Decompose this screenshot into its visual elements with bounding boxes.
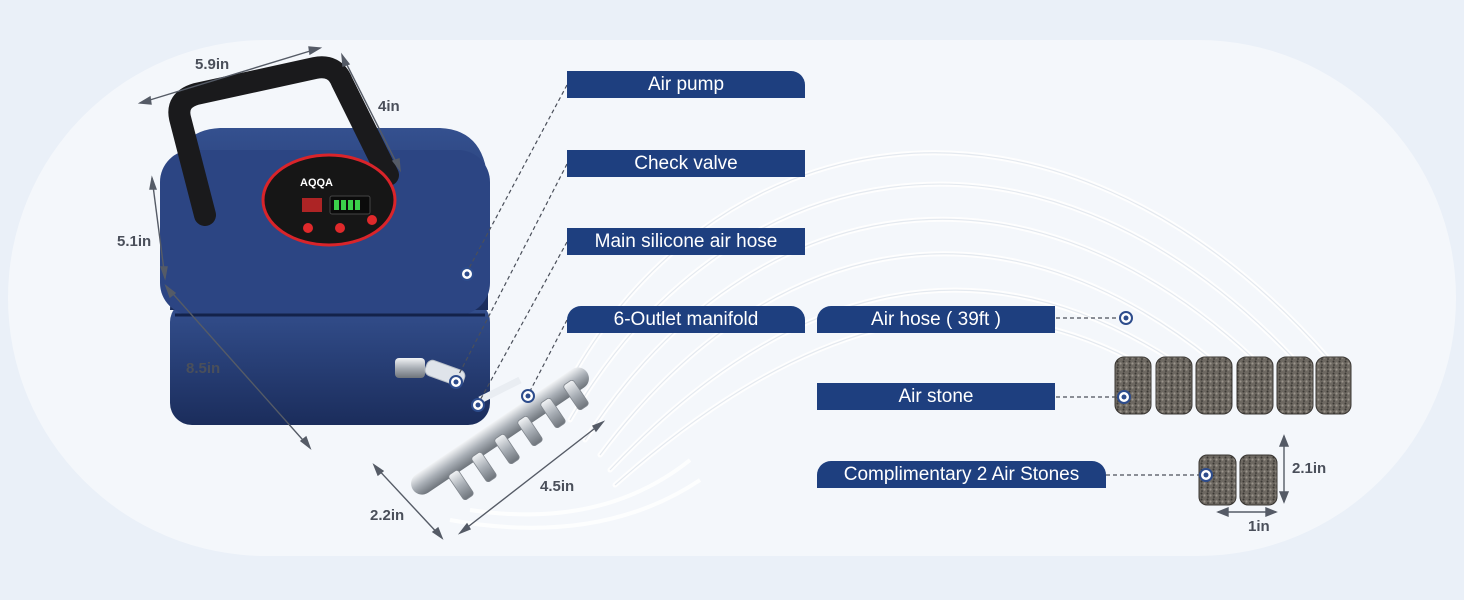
label-manifold: 6-Outlet manifold	[567, 306, 805, 333]
air-pump: AQQA	[160, 56, 490, 425]
label-complimentary: Complimentary 2 Air Stones	[817, 461, 1106, 488]
dim-pump-height: 5.1in	[117, 233, 152, 250]
label-check-valve: Check valve	[567, 150, 805, 177]
dim-pump-length: 8.5in	[186, 360, 221, 377]
manifold	[411, 367, 589, 501]
dim-pump-width: 5.9in	[195, 56, 230, 73]
label-main-hose: Main silicone air hose	[567, 228, 805, 255]
brand-logo: AQQA	[300, 177, 333, 189]
label-air-hose: Air hose ( 39ft )	[817, 306, 1055, 333]
dim-stone-height: 2.1in	[1292, 460, 1327, 477]
dim-manifold-width: 2.2in	[370, 507, 405, 524]
label-air-stone: Air stone	[817, 383, 1055, 410]
leader-lines	[455, 84, 1205, 476]
dim-pump-depth: 4in	[378, 98, 400, 115]
complimentary-air-stones	[1198, 454, 1278, 506]
air-stones	[1114, 356, 1352, 415]
label-air-pump: Air pump	[567, 71, 805, 98]
dim-stone-width: 1in	[1248, 518, 1270, 535]
dim-manifold-length: 4.5in	[540, 478, 575, 495]
dimension-lines	[137, 46, 1290, 540]
